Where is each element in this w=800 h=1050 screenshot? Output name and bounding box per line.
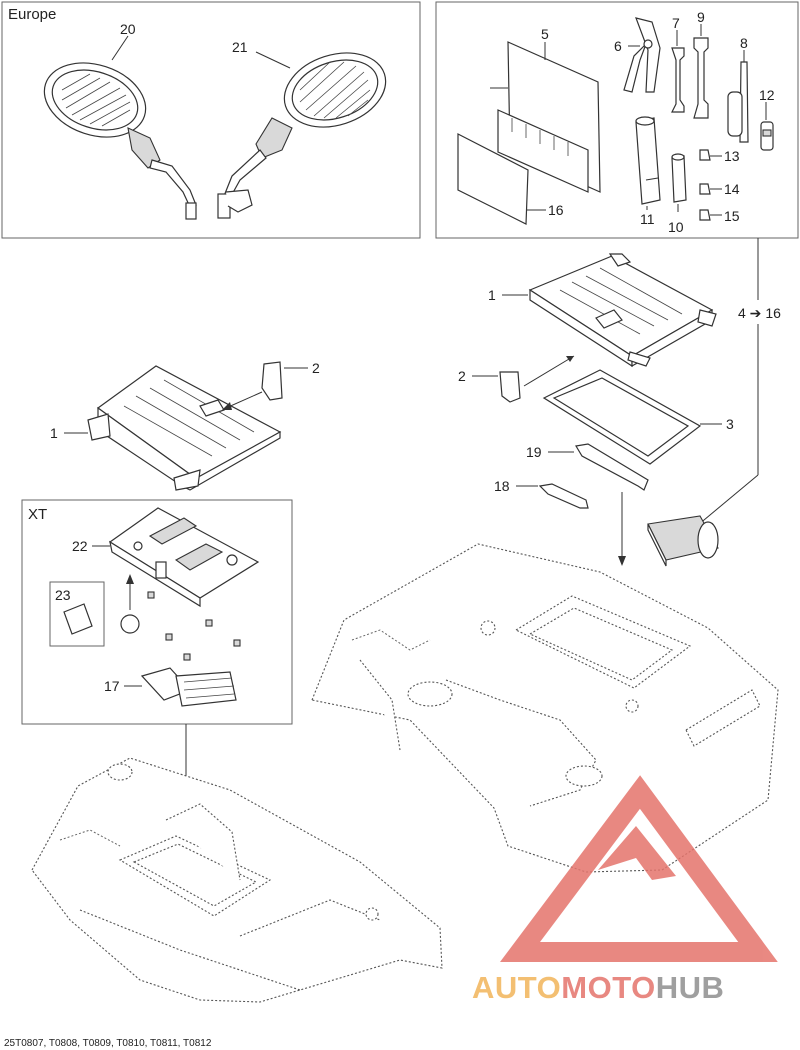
callout-17: 17 (104, 678, 120, 694)
clip-2-left (261, 361, 283, 401)
fastener-zoom (120, 614, 140, 634)
callout-13: 13 (724, 148, 740, 164)
mirror-right (217, 52, 387, 219)
callout-7: 7 (672, 15, 680, 31)
callout-10: 10 (668, 219, 684, 235)
rack-right (528, 253, 717, 368)
rack-left (87, 365, 282, 491)
xt-frame (21, 499, 293, 725)
plug-socket (635, 116, 661, 205)
watermark-auto: AUTO (472, 970, 561, 1005)
wrench-9 (693, 37, 709, 119)
callout-9: 9 (697, 9, 705, 25)
callout-8: 8 (740, 35, 748, 51)
callout-21: 21 (232, 39, 248, 55)
callout-19: 19 (526, 444, 542, 460)
arrow-plate (126, 574, 134, 584)
callout-15: 15 (724, 208, 740, 224)
bit (760, 121, 774, 151)
mirror-left (43, 62, 197, 220)
callout-20: 20 (120, 21, 136, 37)
fasteners (147, 591, 241, 661)
arrow-clip-right (566, 356, 574, 362)
clip-23 (63, 603, 93, 635)
europe-label: Europe (8, 6, 56, 23)
spanner (538, 483, 589, 509)
callout-3: 3 (726, 416, 734, 432)
callout-11: 11 (640, 211, 655, 227)
europe-box: Europe (1, 1, 421, 239)
callout-1b: 1 (488, 287, 496, 303)
clip-2-right (499, 371, 521, 403)
bracket (575, 443, 649, 491)
screwdriver (727, 50, 749, 143)
wrench-7 (671, 47, 685, 113)
callout-2b: 2 (458, 368, 466, 384)
xt-plate (108, 507, 260, 608)
xt-box: XT 22 23 (21, 499, 293, 725)
europe-frame (1, 1, 421, 239)
clip-13 (699, 149, 711, 161)
svg-text:AUTOMOTOHUB: AUTOMOTOHUB (472, 970, 724, 1005)
watermark-logo: AUTOMOTOHUB (472, 775, 778, 1005)
manual-card (457, 133, 529, 225)
pliers (623, 17, 661, 93)
clip-15 (699, 209, 711, 221)
watermark-hub: HUB (656, 970, 725, 1005)
callout-5: 5 (541, 26, 549, 42)
callout-6: 6 (614, 38, 622, 54)
toolkit-box: 5 16 6 7 9 8 (435, 1, 799, 239)
small-socket (671, 153, 687, 203)
tool-case (647, 515, 719, 567)
callout-1a: 1 (50, 425, 58, 441)
rear-fender-left (31, 757, 443, 1003)
callout-23: 23 (55, 587, 71, 603)
callout-4to16: 4 ➔ 16 (738, 305, 781, 321)
figure-reference: 25T0807, T0808, T0809, T0810, T0811, T08… (4, 1038, 212, 1049)
callout-18: 18 (494, 478, 510, 494)
strap (140, 667, 237, 707)
arrow-clip-left (222, 402, 232, 410)
arrow-to-fender (618, 556, 626, 566)
callout-14: 14 (724, 181, 740, 197)
tool-holder (490, 41, 601, 193)
rear-fender-right (311, 543, 779, 873)
watermark-moto: MOTO (561, 970, 655, 1005)
clip-23-inset (49, 581, 105, 647)
xt-label: XT (28, 506, 47, 523)
callout-12: 12 (759, 87, 775, 103)
callout-2a: 2 (312, 360, 320, 376)
callout-22: 22 (72, 538, 88, 554)
callout-16a: 16 (548, 202, 564, 218)
clip-14 (699, 183, 711, 195)
toolkit-frame (435, 1, 799, 239)
